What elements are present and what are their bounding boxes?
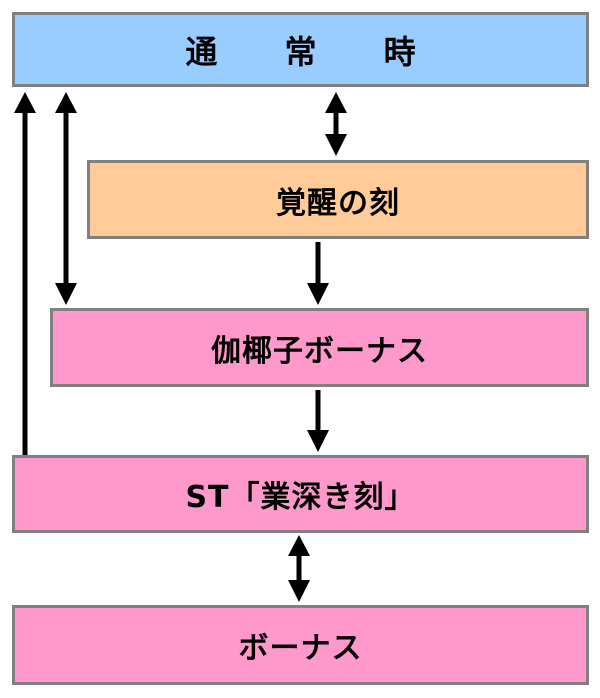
node-kayako-bonus-label: 伽椰子ボーナス	[211, 333, 428, 369]
node-awakening: 覚醒の刻	[87, 160, 589, 239]
arrow-normal-kayako	[55, 92, 77, 305]
node-kayako-bonus: 伽椰子ボーナス	[50, 308, 589, 387]
node-st: ST「業深き刻」	[12, 455, 589, 533]
node-normal-state-label: 通 常 時	[185, 32, 444, 71]
node-bonus-label: ボーナス	[238, 631, 363, 666]
arrow-awakening-kayako	[307, 242, 329, 305]
node-normal-state: 通 常 時	[12, 12, 589, 87]
arrow-st-normal	[14, 92, 36, 455]
arrow-kayako-st	[307, 390, 329, 452]
node-awakening-label: 覚醒の刻	[276, 185, 400, 221]
arrow-normal-awakening	[325, 92, 347, 156]
node-bonus: ボーナス	[12, 605, 589, 685]
node-st-label: ST「業深き刻」	[185, 480, 416, 515]
arrow-st-bonus	[288, 535, 310, 602]
